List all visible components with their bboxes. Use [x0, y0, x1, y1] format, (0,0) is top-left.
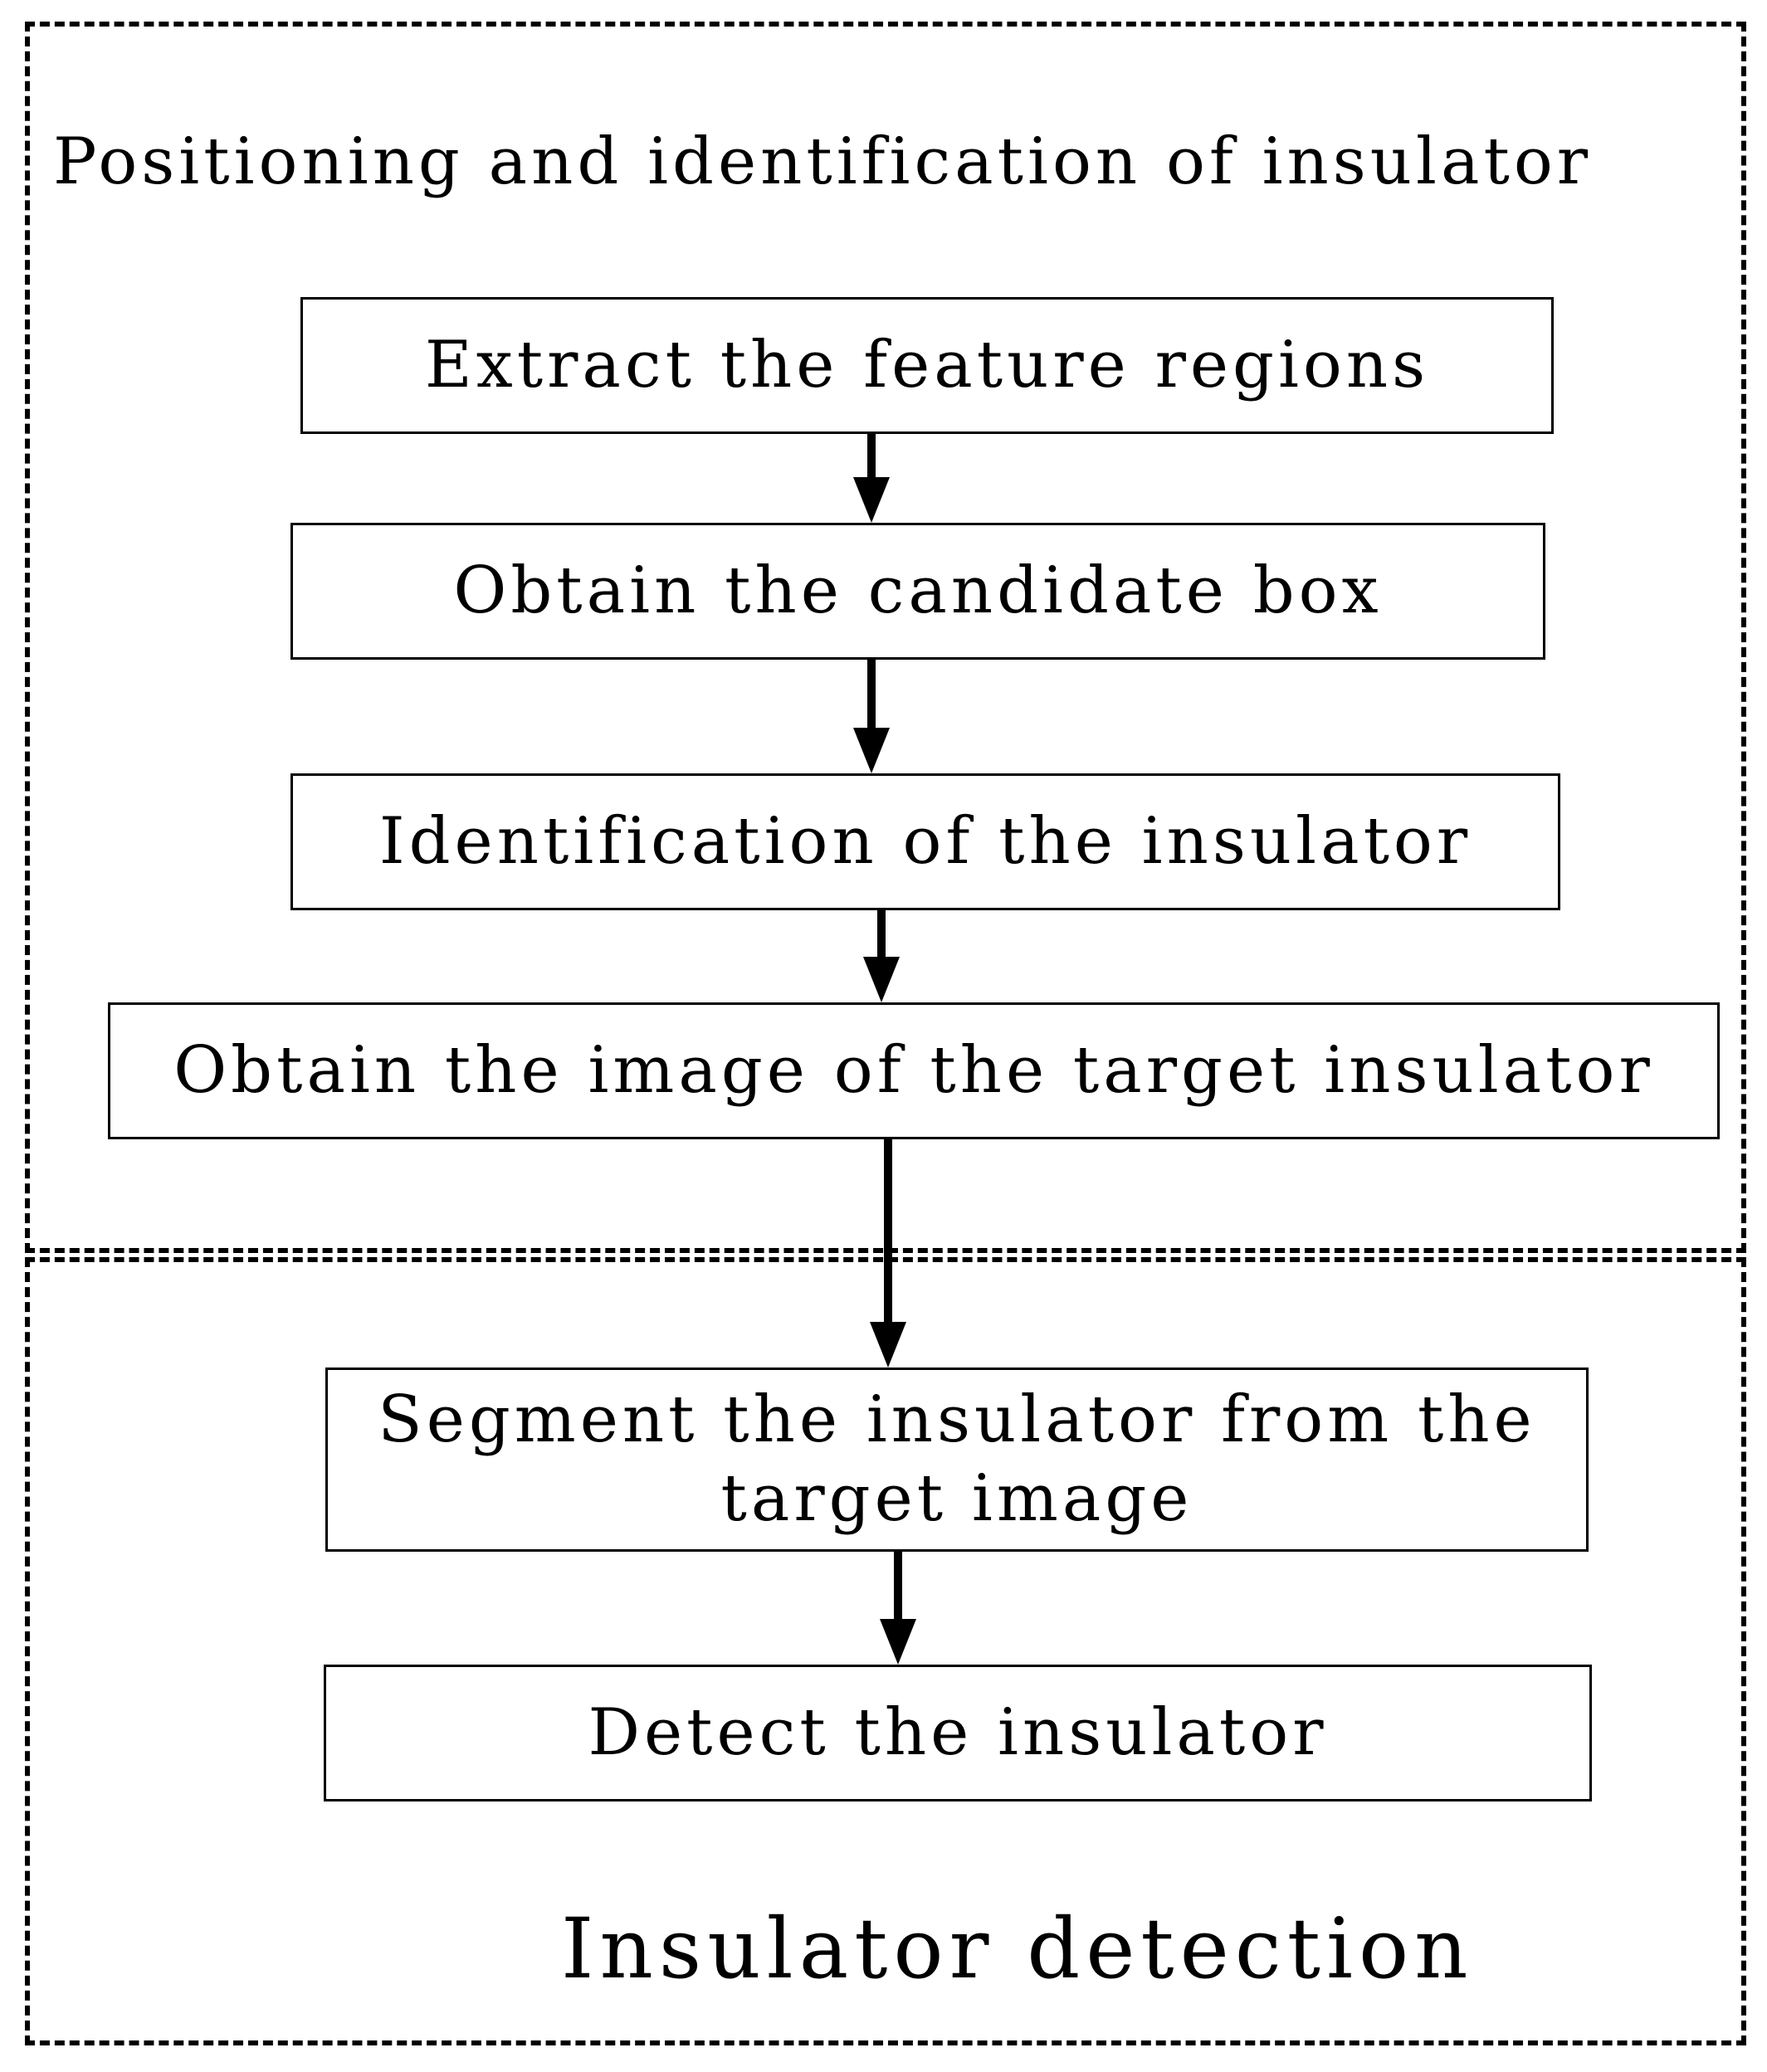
- step-extract-feature-regions: Extract the feature regions: [300, 297, 1554, 434]
- arrow-down-icon: [880, 1550, 916, 1665]
- step-label: Detect the insulator: [588, 1694, 1328, 1770]
- region-title-detection: Insulator detection: [561, 1900, 1474, 1997]
- step-obtain-target-image: Obtain the image of the target insulator: [108, 1002, 1720, 1139]
- step-identification-of-insulator: Identification of the insulator: [290, 773, 1560, 910]
- step-label: Obtain the candidate box: [453, 553, 1383, 628]
- step-label: Segment the insulator from the target im…: [378, 1382, 1536, 1536]
- arrow-down-icon: [853, 432, 890, 523]
- step-detect-insulator: Detect the insulator: [324, 1665, 1592, 1801]
- step-label: Extract the feature regions: [424, 327, 1430, 402]
- arrow-down-icon: [870, 1138, 906, 1368]
- arrow-down-icon: [853, 658, 890, 773]
- step-obtain-candidate-box: Obtain the candidate box: [290, 523, 1545, 660]
- region-title-positioning: Positioning and identification of insula…: [53, 124, 1593, 199]
- step-label: Identification of the insulator: [378, 803, 1472, 879]
- arrow-down-icon: [863, 909, 900, 1002]
- step-label: Obtain the image of the target insulator: [173, 1032, 1654, 1108]
- step-segment-insulator: Segment the insulator from the target im…: [325, 1368, 1589, 1552]
